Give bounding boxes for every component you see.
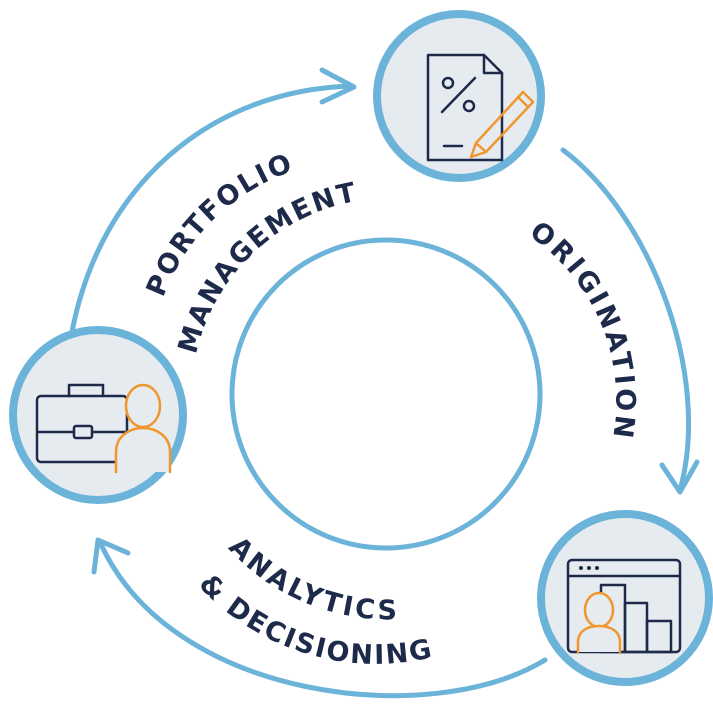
document-percent-pencil-icon xyxy=(426,53,535,162)
arrowhead-to-origination xyxy=(319,67,357,105)
cycle-arcs xyxy=(69,67,700,699)
arc-analytics-to-portfolio xyxy=(97,539,548,699)
arrowhead-to-analytics xyxy=(659,459,700,495)
arrowhead-to-portfolio xyxy=(91,537,131,575)
briefcase-person-icon xyxy=(35,383,172,474)
arc-portfolio-to-origination xyxy=(69,83,355,335)
origination-node xyxy=(373,10,545,182)
analytics-node xyxy=(537,510,713,686)
browser-chart-person-icon xyxy=(566,558,682,654)
center-ring xyxy=(229,237,543,551)
portfolio-node xyxy=(9,326,187,504)
arc-origination-to-analytics xyxy=(560,147,691,493)
